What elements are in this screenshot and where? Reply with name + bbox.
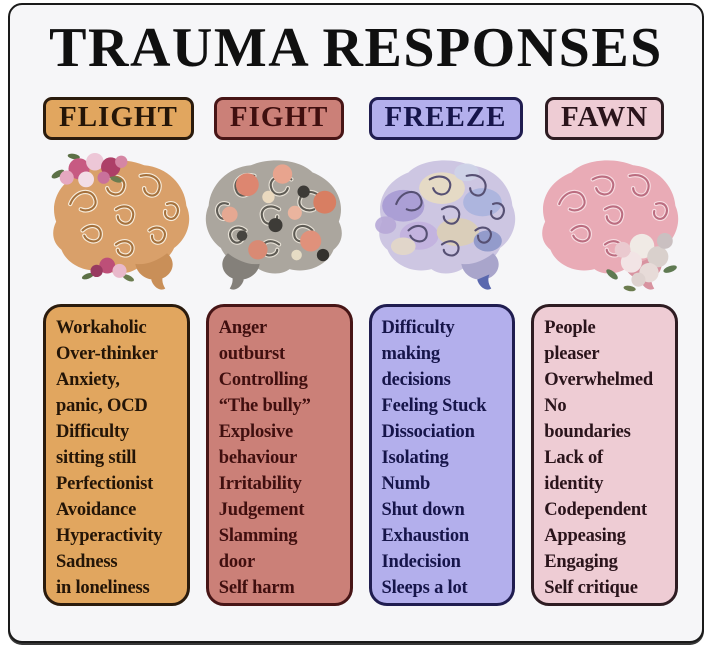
trait-line: in loneliness	[56, 577, 150, 598]
trait-line: Slamming	[218, 525, 298, 546]
flight-label-badge: FLIGHT	[43, 97, 194, 141]
freeze-label-slot: FREEZE	[368, 97, 523, 141]
trait-line: boundaries	[544, 421, 631, 442]
flight-traits-panel: Workaholic Over-thinker Anxiety, panic, …	[43, 303, 190, 606]
trait-line: Self harm	[218, 577, 295, 598]
fight-label-slot: FIGHT	[206, 97, 353, 141]
freeze-brain-illustration	[374, 160, 516, 290]
fight-label-badge: FIGHT	[213, 97, 345, 141]
trait-line: Shut down	[381, 499, 465, 520]
trait-line: Controlling	[218, 369, 308, 390]
flight-flower-cluster-top	[52, 152, 128, 188]
trait-line: Overwhelmed	[544, 369, 654, 390]
trait-line: making	[381, 343, 441, 364]
trait-panels-row: Workaholic Over-thinker Anxiety, panic, …	[10, 303, 702, 606]
trait-line: Explosive	[218, 421, 294, 442]
trait-line: Lack of	[544, 447, 603, 468]
trait-line: Anger	[218, 317, 268, 338]
fawn-brain-illustration	[541, 160, 678, 292]
trait-line: Exhaustion	[381, 525, 470, 546]
trait-line: Codependent	[544, 499, 647, 520]
trait-line: Self critique	[544, 577, 638, 598]
response-labels-row: FLIGHT FIGHT FREEZE FAWN	[10, 97, 702, 141]
fawn-brain-slot	[531, 147, 678, 301]
trait-line: identity	[544, 473, 604, 494]
trait-line: sitting still	[56, 447, 137, 468]
trait-line: decisions	[381, 369, 451, 390]
fight-traits-panel: Anger outburst Controlling “The bully” E…	[205, 303, 353, 606]
fight-brain-illustration	[205, 160, 342, 290]
trait-line: Indecision	[381, 551, 461, 572]
trait-line: Appeasing	[544, 525, 626, 546]
brain-illustrations-row	[10, 147, 702, 301]
freeze-label-badge: FREEZE	[368, 97, 523, 141]
freeze-traits-panel: Difficulty making decisions Feeling Stuc…	[368, 303, 516, 606]
trait-line: No	[544, 395, 567, 416]
trait-line: Feeling Stuck	[381, 395, 487, 416]
flight-label-slot: FLIGHT	[43, 97, 194, 141]
freeze-brain-slot	[369, 147, 516, 301]
trait-line: Sadness	[56, 551, 118, 572]
trait-line: Over-thinker	[56, 343, 158, 364]
trait-line: Judgement	[218, 499, 305, 520]
page-title: TRAUMA RESPONSES	[49, 17, 663, 79]
trait-line: Difficulty	[381, 317, 455, 338]
fawn-flower-cluster	[605, 232, 677, 292]
trait-line: Sleeps a lot	[381, 577, 468, 598]
trait-line: Isolating	[381, 447, 449, 468]
trait-line: Anxiety,	[56, 369, 120, 390]
trauma-responses-infographic: TRAUMA RESPONSES FLIGHT FIGHT FREEZE FAW…	[8, 3, 704, 643]
trait-line: Engaging	[544, 551, 618, 572]
trait-line: Dissociation	[381, 421, 475, 442]
trait-line: Hyperactivity	[56, 525, 163, 546]
fawn-label-badge: FAWN	[545, 97, 665, 141]
fawn-label-slot: FAWN	[531, 97, 678, 141]
trait-line: panic, OCD	[56, 395, 148, 416]
trait-line: Irritability	[218, 473, 302, 494]
flight-flower-cluster-bottom	[82, 257, 135, 282]
trait-line: Workaholic	[56, 317, 147, 338]
trait-line: “The bully”	[218, 395, 311, 416]
trait-line: People	[544, 317, 596, 338]
fight-brain-slot	[205, 147, 353, 301]
trait-line: pleaser	[544, 343, 600, 364]
flight-brain-slot	[43, 147, 190, 301]
trait-line: Avoidance	[56, 499, 137, 520]
trait-line: Numb	[381, 473, 431, 494]
trait-line: behaviour	[218, 447, 298, 468]
trait-line: outburst	[218, 343, 285, 364]
trait-line: door	[218, 551, 255, 572]
flight-brain-illustration	[52, 152, 190, 290]
trait-line: Difficulty	[56, 421, 130, 442]
fight-rose-patches	[221, 164, 337, 261]
fawn-traits-panel: People pleaser Overwhelmed No boundaries…	[531, 303, 678, 606]
trait-line: Perfectionist	[56, 473, 154, 494]
